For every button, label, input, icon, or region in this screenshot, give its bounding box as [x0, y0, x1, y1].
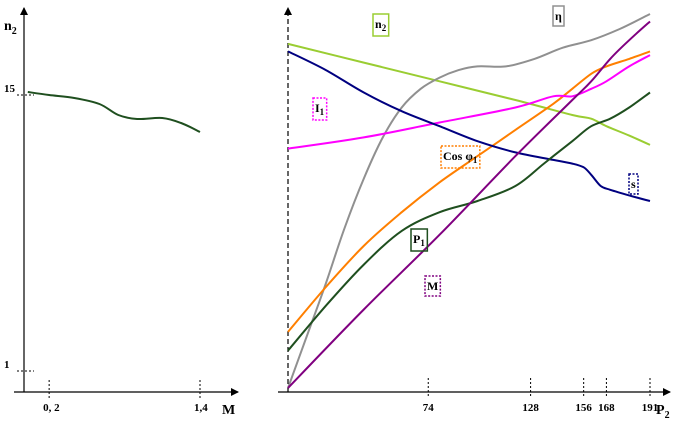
series-label-box: [552, 5, 565, 27]
right-x-tick-label: 156: [575, 402, 592, 414]
series-label-text: η: [555, 9, 562, 23]
left-x-axis-label: M: [222, 403, 235, 418]
series-label-s: s: [628, 173, 639, 195]
series-line-i1: [287, 54, 651, 150]
series-line-cos-1: [287, 50, 651, 333]
series-label-box: [312, 97, 328, 121]
series-label-box: [372, 13, 390, 37]
left-ticks: 0, 2 1,4 15 1: [4, 83, 208, 414]
left-y-axis-label: n2: [4, 19, 17, 37]
series-line-m: [287, 20, 651, 389]
right-x-tick-label: 168: [598, 402, 615, 414]
series-label--: η: [552, 5, 565, 27]
series-label-m: M: [424, 275, 442, 297]
left-x-tick-label: 1,4: [194, 402, 208, 414]
series-label-n2: n2: [372, 13, 390, 37]
series-label-box: [628, 173, 639, 195]
series-label-text: P1: [413, 232, 425, 248]
right-x-axis-label: P2: [656, 403, 670, 421]
left-y-tick-label: 1: [4, 359, 10, 371]
series-label-box: [440, 145, 481, 169]
left-x-tick-label: 0, 2: [43, 402, 60, 414]
series-label-text: s: [631, 177, 636, 191]
right-x-tick-label: 74: [423, 402, 435, 414]
left-curve-n2-vs-M: [27, 91, 201, 133]
right-ticks: 74 128 156 168 191: [423, 378, 658, 414]
series-label-i1: I1: [312, 97, 328, 121]
series-label-cos-1: Cos φ1: [440, 145, 481, 169]
right-x-tick-label: 191: [642, 402, 659, 414]
series-line-s: [287, 50, 651, 202]
series-label-text: n2: [375, 17, 387, 33]
series-label-text: M: [427, 279, 438, 293]
series-line-n2: [287, 42, 651, 146]
right-curves: [287, 13, 651, 389]
right-x-tick-label: 128: [522, 402, 539, 414]
series-label-p1: P1: [410, 228, 429, 252]
series-label-box: [410, 228, 429, 252]
series-label-text: I1: [315, 101, 325, 117]
series-label-box: [424, 275, 442, 297]
series-line--: [287, 13, 651, 389]
series-label-text: Cos φ1: [443, 149, 478, 165]
series-line-p1: [287, 91, 651, 352]
left-y-tick-label: 15: [4, 83, 16, 95]
